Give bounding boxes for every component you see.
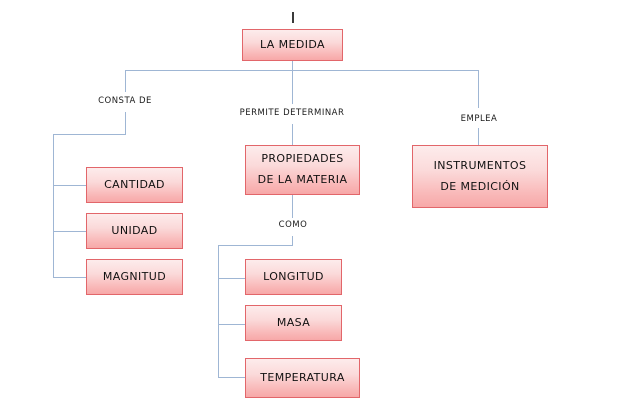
node-label-line1: PROPIEDADES: [261, 152, 344, 166]
edge-label-consta-de: CONSTA DE: [98, 96, 152, 106]
node-label-line2: DE MEDICIÓN: [440, 179, 520, 193]
connector-main-bus: [125, 70, 479, 71]
edge-label-permite-determinar: PERMITE DETERMINAR: [239, 108, 345, 118]
connector-stub-masa: [218, 324, 246, 325]
node-label: LA MEDIDA: [260, 37, 325, 51]
connector-stub-magnitud: [53, 277, 86, 278]
node-la-medida[interactable]: LA MEDIDA: [242, 29, 343, 61]
node-temperatura[interactable]: TEMPERATURA: [245, 358, 360, 398]
connector-root-stem: [292, 61, 293, 71]
connector-como-drop-lower: [292, 236, 293, 246]
node-cantidad[interactable]: CANTIDAD: [86, 167, 183, 203]
node-label: MAGNITUD: [102, 269, 167, 283]
connector-center-rail: [218, 245, 219, 378]
connector-stub-temperatura: [218, 377, 246, 378]
text-caret: [292, 12, 294, 23]
connector-como-elbow: [218, 245, 293, 246]
connector-permite-drop-lower: [292, 124, 293, 145]
node-magnitud[interactable]: MAGNITUD: [86, 259, 183, 295]
node-instrumentos-de-medicion[interactable]: INSTRUMENTOS DE MEDICIÓN: [412, 145, 548, 208]
connector-consta-de-elbow: [53, 134, 126, 135]
node-longitud[interactable]: LONGITUD: [245, 259, 342, 295]
edge-label-como: COMO: [278, 220, 308, 230]
connector-como-drop-upper: [292, 195, 293, 218]
node-label: UNIDAD: [111, 223, 158, 237]
connector-stub-unidad: [53, 231, 86, 232]
node-label: TEMPERATURA: [260, 370, 345, 384]
connector-emplea-drop-upper: [478, 70, 479, 108]
node-label-line1: INSTRUMENTOS: [433, 158, 527, 172]
edge-label-emplea: EMPLEA: [460, 114, 498, 124]
connector-left-rail: [53, 134, 54, 278]
connector-permite-drop-upper: [292, 70, 293, 104]
node-label: CANTIDAD: [104, 177, 165, 191]
connector-consta-de-drop-upper: [125, 70, 126, 92]
node-label: LONGITUD: [263, 269, 324, 283]
node-propiedades-de-la-materia[interactable]: PROPIEDADES DE LA MATERIA: [245, 145, 360, 195]
node-label: MASA: [276, 315, 311, 329]
node-unidad[interactable]: UNIDAD: [86, 213, 183, 249]
connector-stub-longitud: [218, 278, 246, 279]
node-masa[interactable]: MASA: [245, 305, 342, 341]
node-label-line2: DE LA MATERIA: [257, 173, 348, 186]
connector-stub-cantidad: [53, 185, 86, 186]
connector-emplea-drop-lower: [478, 128, 479, 145]
connector-consta-de-drop-lower: [125, 112, 126, 134]
